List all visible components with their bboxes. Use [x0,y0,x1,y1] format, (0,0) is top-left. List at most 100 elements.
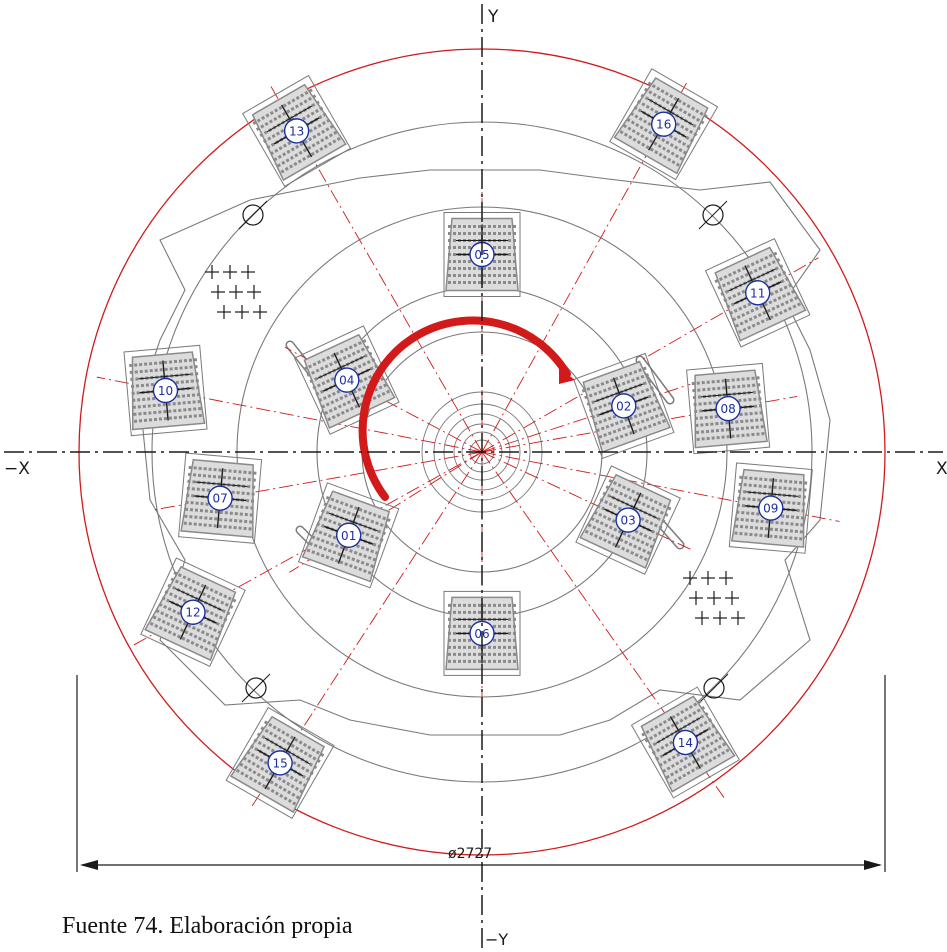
disc-cutter: 14 [630,686,740,799]
cutter-ring [637,99,698,137]
cutter-axis-line [270,85,483,453]
cutter-number-label: 02 [616,399,631,413]
cutter-ring [306,345,370,377]
cutter-ring [593,399,659,426]
cutter-axis-line [151,451,483,511]
cutter-number-label: 12 [185,606,200,620]
cutter-housing [123,344,208,437]
axis-label-y: Y [487,7,499,27]
cutter-ring [598,412,664,439]
cutter-axis-line [481,451,725,799]
cutter-ring [129,358,198,368]
cutter-ring [173,571,237,603]
cutter-ring [738,482,807,492]
cutter-ring [185,500,254,510]
cutter-ring [605,485,669,517]
mounting-hole-mark [698,200,728,230]
cutter-ring [255,94,317,132]
figure-caption: Fuente 74. Elaboración propia [62,913,353,939]
cutter-cross [264,737,310,765]
cutter-number-label: 07 [212,492,227,506]
disc-cutter: 12 [140,557,246,667]
cutter-ring [269,118,331,156]
disc-cutter: 04 [293,325,400,435]
cutter-ring [164,590,228,622]
cutter-ring [729,283,793,315]
cutter-ring [187,472,256,482]
cutter-ring [695,425,764,434]
cutterhead-body-outline [139,169,831,736]
disc-cutter: 15 [225,706,335,819]
cutter-cross [195,481,248,488]
cutter-housing [704,238,811,348]
cutter-ring [184,514,253,524]
cutter-ring [309,541,374,569]
cutter-ring [327,389,391,422]
cutter-ring [152,615,216,647]
cutter-ring [170,577,234,609]
cutter-cross [175,588,223,611]
cutter-ring [263,720,325,757]
cutter-ring [714,251,778,284]
disc-cutter: 09 [728,462,813,554]
disc-cutter: 01 [297,482,400,589]
cutter-ring [736,510,805,520]
cutter-ring [183,521,252,531]
cutter-ring [306,548,372,575]
cutter-ring [658,730,720,767]
disc-cutter: 16 [609,68,719,181]
cutter-axis-line [481,81,688,453]
overlay-annotations [358,316,575,501]
cutter-ring [158,602,222,635]
cutter-housing [686,362,771,455]
cutter-ring [324,383,388,415]
cutter-ring [312,358,376,390]
cutter-ring [651,718,713,755]
rotation-direction-arrow [358,316,571,501]
cutter-number-label: 03 [620,514,635,528]
disc-cutter: 10 [123,344,208,437]
cutter-ring [669,748,730,786]
cutter-ring [280,136,341,174]
cutter-number-badge [715,395,741,422]
cutter-cross [655,716,702,744]
cutter-ring [737,496,806,506]
cutter-ring [619,130,680,167]
diameter-dimension [76,675,886,872]
cutter-ring [693,397,762,407]
cutter-number-badge [758,495,784,521]
cutter-ring [303,338,367,371]
cutter-cross [610,495,658,519]
disc-cutter: 02 [573,352,675,460]
cutter-ring [596,406,662,433]
cutter-housing [140,557,246,667]
cutter-ring [155,609,219,641]
cutter-number-badge [615,507,641,533]
cutter-ring [587,523,651,555]
cutter-ring [623,124,684,161]
cutter-ring [318,515,384,542]
mounting-hole-mark [238,200,268,230]
cutter-number-badge [180,599,206,625]
cutter-ring [311,535,377,562]
mounting-hole [702,204,724,226]
cutter-cross [728,268,776,292]
cutter-axis-line [289,451,483,573]
cutter-number-badge [152,377,179,404]
cutter-housing [609,68,719,181]
cutter-number-label: 16 [656,118,671,132]
cutter-ring [584,373,650,400]
cutter-housing [178,452,263,544]
cutter-ring [647,81,708,119]
cutter-ring [630,111,691,149]
cutter-ring [662,736,723,773]
axis-label-x: X [936,459,947,479]
cutter-cross [647,98,694,126]
cutter-number-badge [283,118,310,144]
cutter-ring [325,495,391,523]
cutter-ring [260,726,321,764]
cutter-ring [184,507,253,517]
cutter-ring [696,432,765,441]
